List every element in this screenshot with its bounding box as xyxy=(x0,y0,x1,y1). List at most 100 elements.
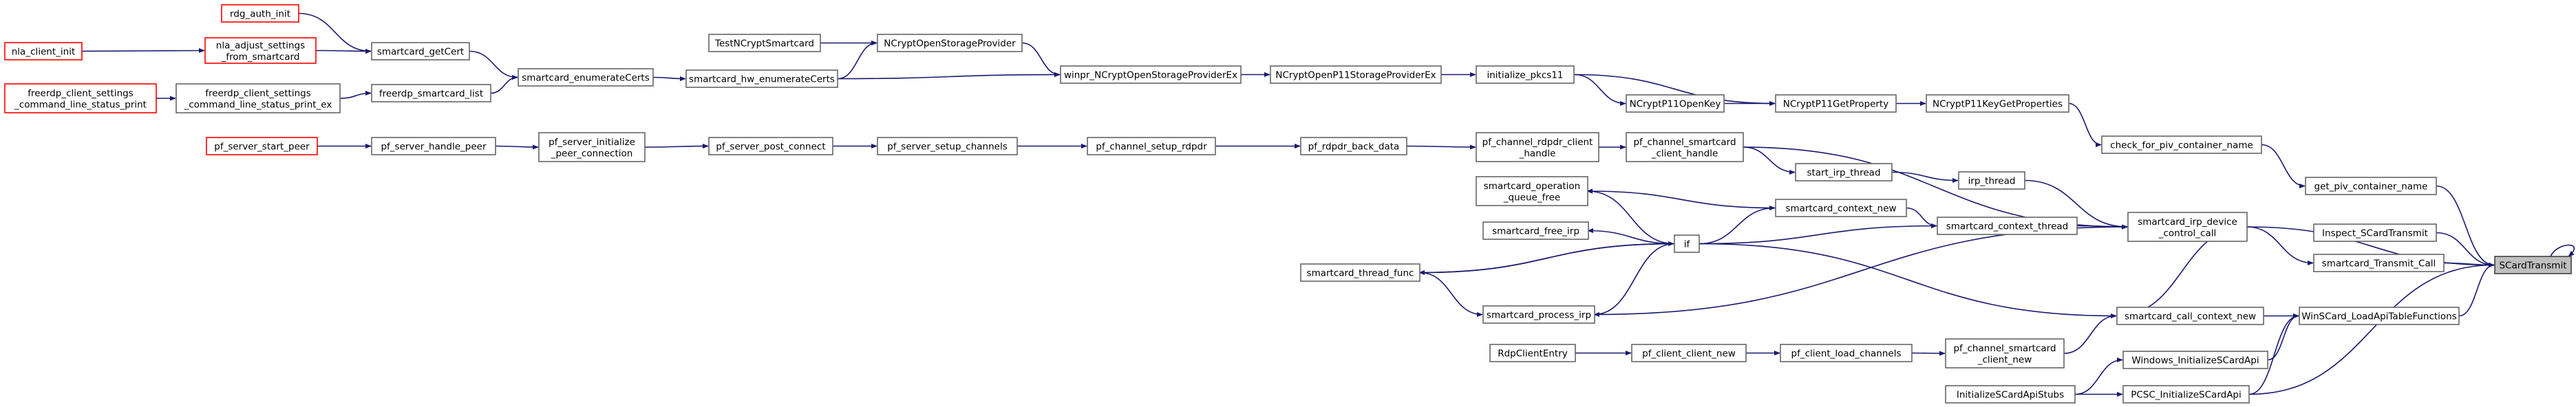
node-label: _client_handle xyxy=(1651,148,1718,159)
edge xyxy=(2261,144,2306,189)
node-label: check_for_piv_container_name xyxy=(2110,140,2253,151)
node-pf-channel-smartcard-client-new[interactable]: pf_channel_smartcard_client_new xyxy=(1945,338,2065,368)
node-label: smartcard_operation xyxy=(1484,181,1580,192)
node-smartcard-hw-enumeratecerts[interactable]: smartcard_hw_enumerateCerts xyxy=(685,69,838,88)
node-label: NCryptP11KeyGetProperties xyxy=(1933,99,2063,110)
edge xyxy=(2436,232,2495,268)
node-initializescardapistubs[interactable]: InitializeSCardApiStubs xyxy=(1945,385,2076,404)
node-smartcard-getcert[interactable]: smartcard_getCert xyxy=(371,42,470,60)
node-pf-rdpdr-back-data[interactable]: pf_rdpdr_back_data xyxy=(1300,137,1407,155)
node-box xyxy=(2122,385,2250,404)
node-if[interactable]: if xyxy=(1674,234,1700,253)
node-freerdp-client-settings-command-line-status-print-ex[interactable]: freerdp_client_settings_command_line_sta… xyxy=(175,83,341,113)
edge xyxy=(1419,241,1674,274)
node-pf-server-initialize-peer-connection[interactable]: pf_server_initialize_peer_connection xyxy=(538,132,646,162)
node-winscard-loadapitablefunctions[interactable]: WinSCard_LoadApiTableFunctions xyxy=(2299,307,2460,325)
node-box xyxy=(1300,263,1420,282)
node-testncryptsmartcard[interactable]: TestNCryptSmartcard xyxy=(708,34,821,52)
edge xyxy=(644,143,709,149)
node-label: Windows_InitializeSCardApi xyxy=(2131,355,2259,366)
node-box xyxy=(2116,307,2264,325)
node-label: pf_channel_setup_rdpdr xyxy=(1096,142,1207,153)
node-pf-server-setup-channels[interactable]: pf_server_setup_channels xyxy=(877,137,1018,155)
node-box xyxy=(371,137,496,155)
node-scardtransmit[interactable]: SCardTransmit xyxy=(2494,256,2572,274)
node-pf-client-client-new[interactable]: pf_client_client_new xyxy=(1631,344,1747,362)
node-pf-server-post-connect[interactable]: pf_server_post_connect xyxy=(708,137,833,155)
node-label: _command_line_status_print xyxy=(14,99,147,110)
node-ncryptp11openkey[interactable]: NCryptP11OpenKey xyxy=(1626,94,1725,113)
node-get-piv-container-name[interactable]: get_piv_container_name xyxy=(2305,177,2437,195)
node-ncryptp11getproperty[interactable]: NCryptP11GetProperty xyxy=(1775,94,1897,113)
node-irp-thread[interactable]: irp_thread xyxy=(1958,171,2025,190)
node-pf-channel-setup-rdpdr[interactable]: pf_channel_setup_rdpdr xyxy=(1087,137,1216,155)
edge xyxy=(2246,226,2314,266)
node-pf-server-start-peer[interactable]: pf_server_start_peer xyxy=(206,137,318,155)
node-pf-server-handle-peer[interactable]: pf_server_handle_peer xyxy=(371,137,496,155)
node-smartcard-context-new[interactable]: smartcard_context_new xyxy=(1775,199,1907,217)
node-box xyxy=(1945,385,2076,404)
node-freerdp-smartcard-list[interactable]: freerdp_smartcard_list xyxy=(371,84,491,102)
node-box xyxy=(1482,305,1595,324)
edge xyxy=(1699,223,1937,245)
edge xyxy=(2248,313,2299,395)
node-initialize-pkcs11[interactable]: initialize_pkcs11 xyxy=(1476,65,1575,84)
node-box xyxy=(2494,256,2572,274)
node-pcsc-initializescardapi[interactable]: PCSC_InitializeSCardApi xyxy=(2122,385,2250,404)
node-smartcard-irp-device-control-call[interactable]: smartcard_irp_device_control_call xyxy=(2127,212,2248,242)
node-box xyxy=(371,84,491,102)
node-winpr-ncryptopenstorageproviderex[interactable]: winpr_NCryptOpenStorageProviderEx xyxy=(1060,65,1242,84)
node-ncryptopenstorageprovider[interactable]: NCryptOpenStorageProvider xyxy=(877,34,1023,52)
node-box xyxy=(204,37,317,64)
edge xyxy=(1906,207,1937,229)
edge xyxy=(1419,272,1483,318)
node-smartcard-operation-queue-free[interactable]: smartcard_operation_queue_free xyxy=(1476,176,1588,206)
node-smartcard-process-irp[interactable]: smartcard_process_irp xyxy=(1482,305,1595,324)
node-smartcard-context-thread[interactable]: smartcard_context_thread xyxy=(1937,217,2078,235)
node-nla-adjust-settings-from-smartcard[interactable]: nla_adjust_settings_from_smartcard xyxy=(204,37,317,64)
node-layer: rdg_auth_init nla_client_init nla_adjust_s… xyxy=(4,4,2572,404)
node-freerdp-client-settings-command-line-status-print[interactable]: freerdp_client_settings_command_line_sta… xyxy=(4,83,157,113)
node-ncryptopenp11storageproviderex[interactable]: NCryptOpenP11StorageProviderEx xyxy=(1270,65,1442,84)
node-label: start_irp_thread xyxy=(1807,168,1880,179)
node-rdpcliententry[interactable]: RdpClientEntry xyxy=(1489,344,1576,362)
node-label: Inspect_SCardTransmit xyxy=(2322,228,2428,239)
node-windows-initializescardapi[interactable]: Windows_InitializeSCardApi xyxy=(2122,351,2268,369)
edge xyxy=(2267,313,2299,361)
node-label: smartcard_context_thread xyxy=(1946,221,2069,232)
node-label: _handle xyxy=(1519,148,1556,159)
node-label: rdg_auth_init xyxy=(230,9,290,20)
node-label: _peer_connection xyxy=(551,148,633,159)
node-smartcard-transmit-call[interactable]: smartcard_Transmit_Call xyxy=(2313,254,2445,272)
edge xyxy=(1021,42,1061,78)
node-pf-channel-rdpdr-client-handle[interactable]: pf_channel_rdpdr_client_handle xyxy=(1476,132,1599,162)
node-pf-channel-smartcard-client-handle[interactable]: pf_channel_smartcard_client_handle xyxy=(1626,132,1744,162)
node-smartcard-free-irp[interactable]: smartcard_free_irp xyxy=(1482,221,1589,240)
node-box xyxy=(1489,344,1576,362)
edge xyxy=(1593,243,1675,318)
node-smartcard-call-context-new[interactable]: smartcard_call_context_new xyxy=(2116,307,2264,325)
node-pf-client-load-channels[interactable]: pf_client_load_channels xyxy=(1780,344,1913,362)
node-label: freerdp_client_settings xyxy=(205,88,310,99)
node-smartcard-thread-func[interactable]: smartcard_thread_func xyxy=(1300,263,1420,282)
node-label: winpr_NCryptOpenStorageProviderEx xyxy=(1064,70,1237,81)
node-ncryptp11keygetproperties[interactable]: NCryptP11KeyGetProperties xyxy=(1926,94,2069,113)
node-rdg-auth-init[interactable]: rdg_auth_init xyxy=(221,4,299,23)
node-label: if xyxy=(1684,239,1691,250)
edge xyxy=(1699,205,1776,245)
node-smartcard-enumeratecerts[interactable]: smartcard_enumerateCerts xyxy=(518,68,654,87)
node-box xyxy=(877,34,1023,52)
node-check-for-piv-container-name[interactable]: check_for_piv_container_name xyxy=(2101,135,2262,154)
node-label: pf_channel_smartcard xyxy=(1953,343,2056,354)
node-box xyxy=(1270,65,1442,84)
node-box xyxy=(2101,135,2262,154)
node-start-irp-thread[interactable]: start_irp_thread xyxy=(1795,163,1893,182)
node-box xyxy=(2313,223,2437,242)
node-label: smartcard_process_irp xyxy=(1487,310,1591,321)
node-box xyxy=(1482,221,1589,240)
node-box xyxy=(708,137,833,155)
node-inspect-scardtransmit[interactable]: Inspect_SCardTransmit xyxy=(2313,223,2437,242)
node-box xyxy=(1476,176,1588,206)
node-nla-client-init[interactable]: nla_client_init xyxy=(4,42,83,60)
